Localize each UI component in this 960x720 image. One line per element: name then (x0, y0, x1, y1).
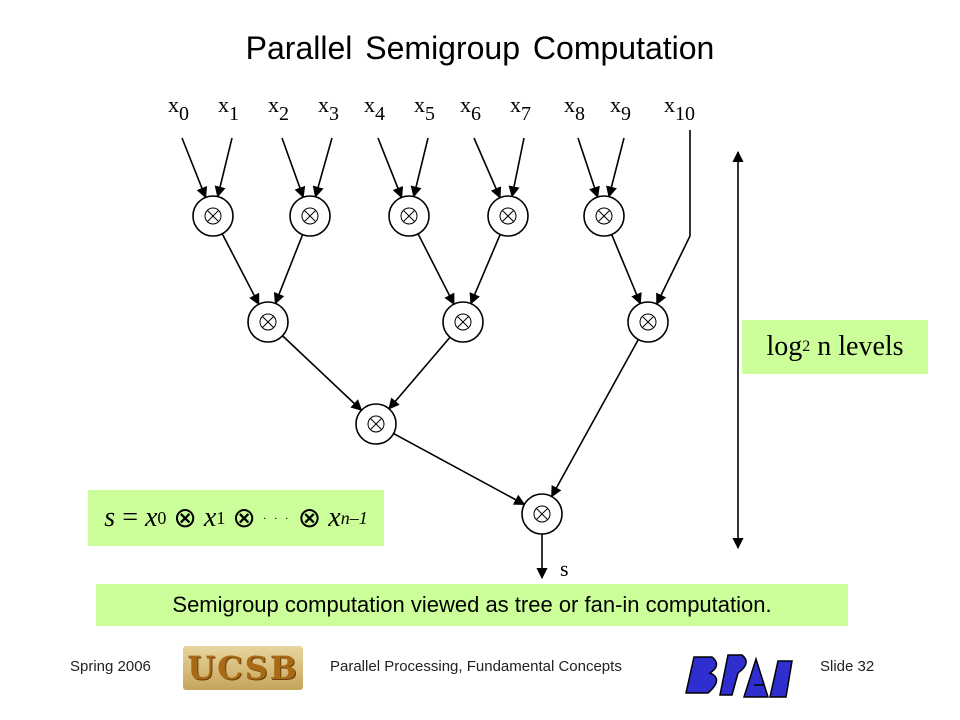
formula-sub1: 1 (216, 507, 226, 528)
formula-subn: n–1 (340, 507, 368, 528)
levels-log: log (766, 331, 803, 362)
formula-x0: x (144, 502, 158, 533)
input-edge-2 (281, 137, 306, 199)
parhami-signature-logo (685, 654, 793, 698)
input-label-10: x10 (664, 92, 695, 125)
operator-node-d (487, 195, 529, 237)
input-label-7: x7 (510, 92, 531, 125)
input-edge-0 (181, 137, 208, 199)
operator-node-b (289, 195, 331, 237)
input-edge-5 (410, 137, 429, 198)
input-edge-8 (577, 137, 600, 199)
formula-xn: x (328, 502, 341, 533)
slide-title: Parallel Semigroup Computation (245, 30, 715, 66)
tree-edge-f-i (281, 335, 363, 412)
operator-node-c (388, 195, 430, 237)
input-edge-1 (214, 137, 233, 198)
tree-edge-d-g (469, 234, 501, 305)
levels-sub: 2 (802, 338, 811, 355)
tree-edge-i-j (393, 432, 526, 506)
operator-node-j (521, 493, 563, 535)
formula-sub0: 0 (157, 507, 167, 528)
input-edge-6 (473, 137, 502, 199)
input-label-1: x1 (218, 92, 239, 125)
input-edge-4 (377, 137, 404, 199)
input-edge-7 (508, 137, 525, 198)
tree-edge-a-f (221, 233, 260, 306)
input-label-0: x0 (168, 92, 189, 125)
formula-dots: · · · (262, 510, 291, 525)
tree-edge-h-j (550, 339, 640, 498)
ucsb-logo: UCSB (183, 646, 303, 690)
input-edge-10-arrow (656, 235, 691, 306)
input-label-3: x3 (318, 92, 339, 125)
operator-node-i (355, 403, 397, 445)
formula-x1: x (203, 502, 217, 533)
input-edge-9 (606, 137, 625, 198)
output-label: s (560, 556, 569, 581)
input-label-9: x9 (610, 92, 631, 125)
operator-node-f (247, 301, 289, 343)
formula-eq: = (122, 502, 138, 533)
caption: Semigroup computation viewed as tree or … (96, 584, 848, 626)
input-label-2: x2 (268, 92, 289, 125)
footer-course-title: Parallel Processing, Fundamental Concept… (330, 658, 622, 675)
tree-edge-e-h (610, 234, 642, 305)
levels-n: n levels (817, 331, 904, 362)
operator-node-e (583, 195, 625, 237)
input-label-4: x4 (364, 92, 385, 125)
formula-s: s (104, 502, 116, 533)
footer-slide-number: Slide 32 (820, 658, 875, 675)
operator-node-a (192, 195, 234, 237)
ucsb-logo-text: UCSB (187, 649, 299, 687)
tree-edge-g-i (388, 336, 451, 410)
operator-node-h (627, 301, 669, 343)
tree-edge-c-g (417, 233, 455, 306)
formula-op1: ⊗ (173, 503, 197, 534)
tree-edge-b-f (273, 234, 304, 305)
input-label-5: x5 (414, 92, 435, 125)
footer-date: Spring 2006 (70, 658, 151, 675)
input-label-6: x6 (460, 92, 481, 125)
input-edge-3 (312, 137, 333, 198)
formula-op2: ⊗ (232, 503, 256, 534)
formula-op3: ⊗ (297, 503, 322, 534)
operator-node-g (442, 301, 484, 343)
input-label-8: x8 (564, 92, 585, 125)
